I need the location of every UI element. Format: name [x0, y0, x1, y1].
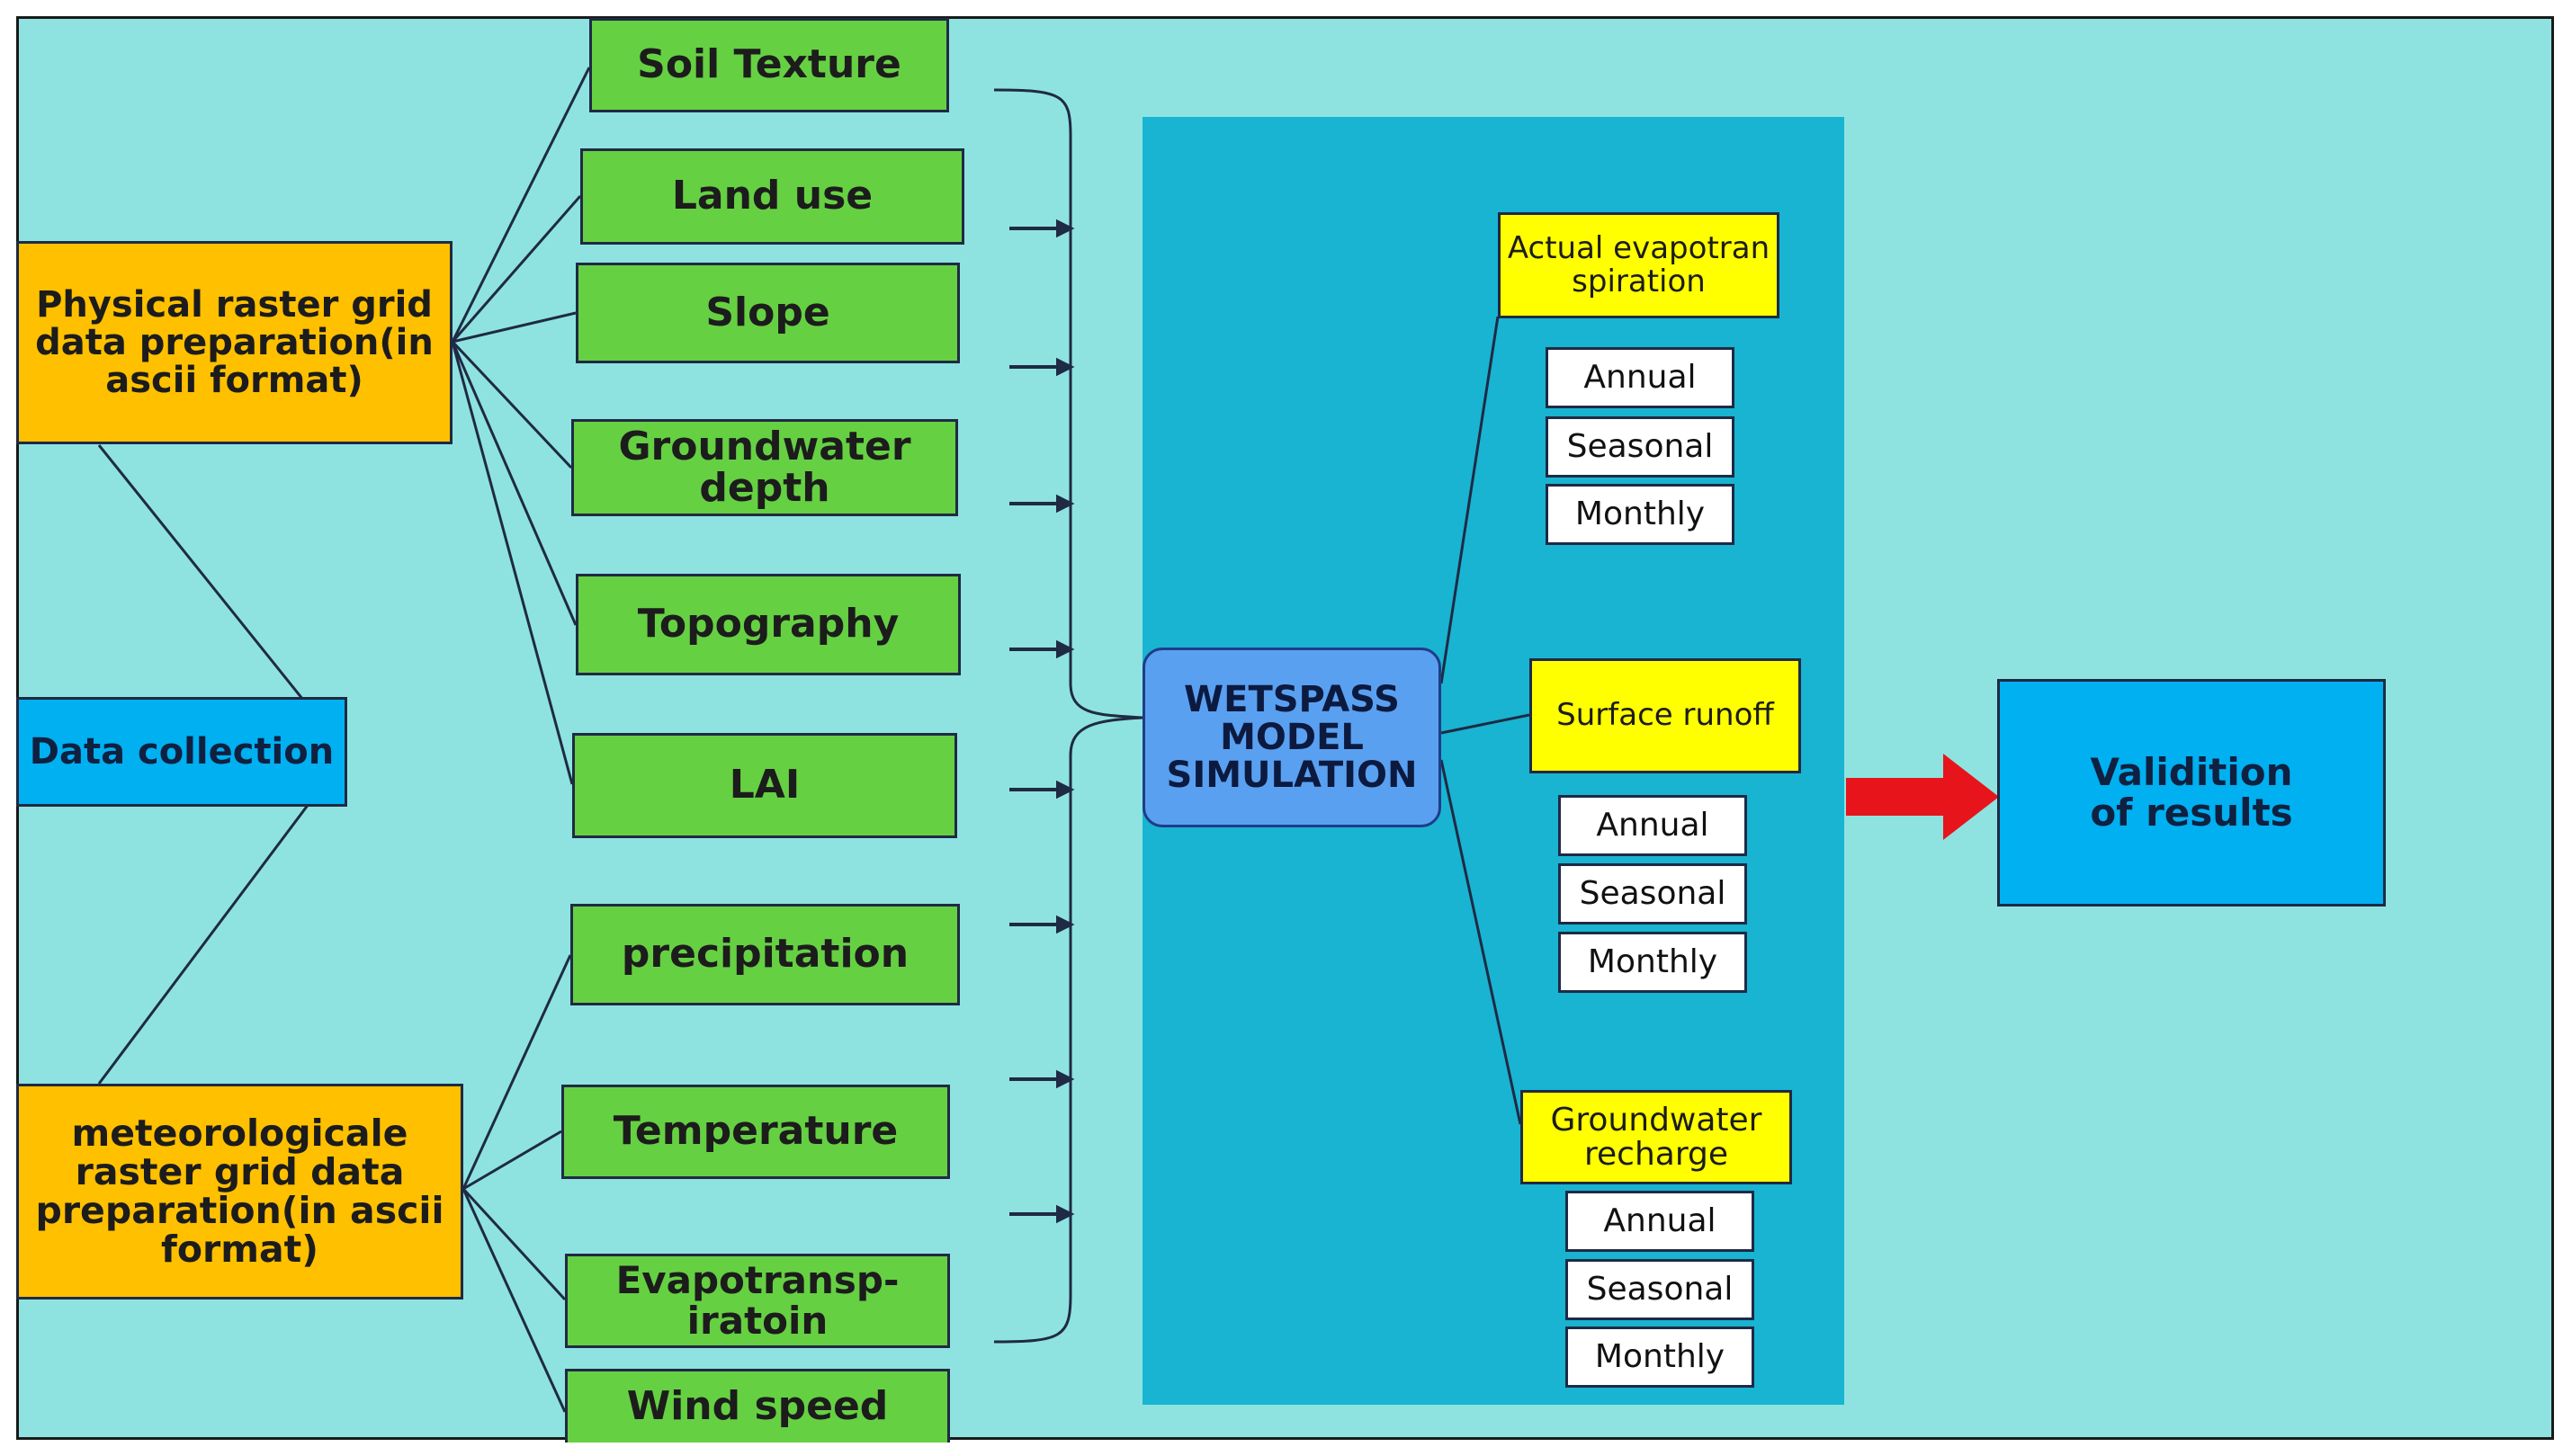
input-groundwater-depth: Groundwater depth: [571, 419, 958, 516]
input-soil-texture: Soil Texture: [589, 18, 949, 112]
meteorological-prep-box: meteorologicale raster grid data prepara…: [16, 1084, 463, 1300]
output-runoff-seasonal: Seasonal: [1558, 863, 1747, 925]
output-aet-seasonal: Seasonal: [1546, 416, 1734, 478]
output-aet-annual: Annual: [1546, 347, 1734, 408]
output-recharge-seasonal: Seasonal: [1565, 1259, 1754, 1320]
output-aet-monthly: Monthly: [1546, 484, 1734, 545]
output-surface-runoff: Surface runoff: [1529, 658, 1801, 773]
output-actual-evapotranspiration: Actual evapotranspiration: [1498, 212, 1779, 318]
output-runoff-annual: Annual: [1558, 795, 1747, 856]
output-runoff-monthly: Monthly: [1558, 932, 1747, 993]
input-lai: LAI: [572, 733, 957, 838]
output-groundwater-recharge: Groundwater recharge: [1520, 1090, 1792, 1184]
validation-arrow: [1846, 754, 1999, 840]
physical-prep-box: Physical raster grid data preparation(in…: [16, 241, 453, 444]
output-recharge-annual: Annual: [1565, 1191, 1754, 1252]
input-slope: Slope: [576, 263, 960, 363]
input-precipitation: precipitation: [570, 904, 960, 1005]
input-wind-speed: Wind speed: [565, 1369, 950, 1443]
validation-box: Validition of results: [1997, 679, 2386, 907]
output-recharge-monthly: Monthly: [1565, 1326, 1754, 1388]
input-land-use: Land use: [580, 148, 964, 245]
input-evapotranspiration: Evapotransp-iratoin: [565, 1254, 950, 1348]
input-temperature: Temperature: [561, 1085, 950, 1179]
input-topography: Topography: [576, 574, 961, 675]
data-collection-box: Data collection: [16, 697, 347, 807]
wetspass-model-box: WETSPASS MODEL SIMULATION: [1143, 648, 1441, 827]
